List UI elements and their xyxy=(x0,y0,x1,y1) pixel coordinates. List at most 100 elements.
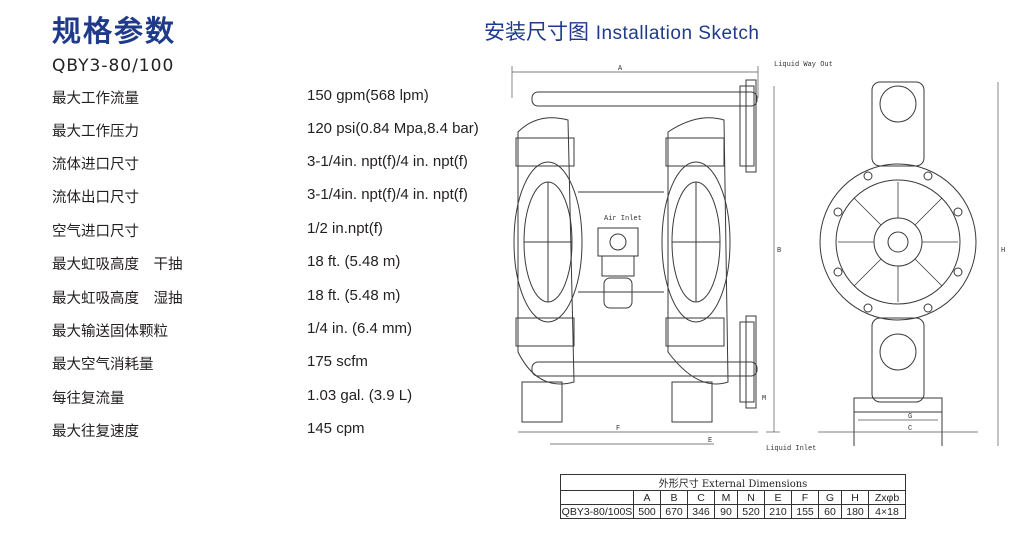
table-header-row: A B C M N E F G H Zxφb xyxy=(560,490,906,505)
spec-value: 1/2 in.npt(f) xyxy=(307,220,383,237)
installation-sketch: Liquid Way Out Air Inlet Liquid Inlet A … xyxy=(511,61,1005,453)
spec-label: 每往复流量 xyxy=(52,391,125,407)
installation-sketch-title: 安装尺寸图 Installation Sketch xyxy=(484,16,759,46)
right-chamber xyxy=(667,117,729,385)
spec-label: 最大往复速度 xyxy=(52,424,139,440)
right-lower-block xyxy=(665,317,725,347)
outlet-manifold xyxy=(531,91,758,107)
side-view-hub xyxy=(873,217,923,267)
spec-value: 175 scfm xyxy=(307,353,368,370)
spec-label: 最大工作流量 xyxy=(52,91,139,107)
spec-label: 最大空气消耗量 xyxy=(52,357,154,373)
spec-row: 最大输送固体颗粒 1/4 in. (6.4 mm) xyxy=(52,320,492,344)
table-cell: 155 xyxy=(791,504,819,519)
table-header-empty xyxy=(560,490,634,505)
label-e: E xyxy=(708,437,712,445)
label-liquid-way-out: Liquid Way Out xyxy=(774,61,833,69)
spec-value: 3-1/4in. npt(f)/4 in. npt(f) xyxy=(307,153,468,170)
label-liquid-inlet: Liquid Inlet xyxy=(766,445,816,453)
side-view-housing xyxy=(819,163,977,321)
right-diaphragm-housing xyxy=(661,161,731,323)
left-foot xyxy=(521,381,563,423)
table-header: B xyxy=(660,490,688,505)
spec-row: 最大虹吸高度 湿抽 18 ft. (5.48 m) xyxy=(52,287,492,311)
spec-value: 1/4 in. (6.4 mm) xyxy=(307,320,413,337)
spec-value: 120 psi(0.84 Mpa,8.4 bar) xyxy=(307,120,479,137)
label-b: B xyxy=(777,247,781,255)
spec-row: 空气进口尺寸 1/2 in.npt(f) xyxy=(52,220,492,244)
left-lower-block xyxy=(515,317,575,347)
table-cell: 520 xyxy=(737,504,765,519)
spec-value: 3-1/4in. npt(f)/4 in. npt(f) xyxy=(307,186,468,203)
spec-row: 最大往复速度 145 cpm xyxy=(52,420,492,444)
table-header: E xyxy=(764,490,792,505)
table-cell: 4×18 xyxy=(868,504,906,519)
label-a: A xyxy=(618,65,623,73)
spec-row: 每往复流量 1.03 gal. (3.9 L) xyxy=(52,387,492,411)
table-cell: 500 xyxy=(633,504,661,519)
table-cell: 670 xyxy=(660,504,688,519)
spec-row: 最大空气消耗量 175 scfm xyxy=(52,353,492,377)
table-caption-row: 外形尺寸 External Dimensions xyxy=(560,474,906,491)
inlet-flange xyxy=(739,321,755,403)
right-foot xyxy=(671,381,713,423)
air-valve xyxy=(597,227,639,257)
outlet-flange-plate xyxy=(745,79,757,173)
left-chamber xyxy=(517,117,575,385)
spec-label: 最大虹吸高度 干抽 xyxy=(52,257,183,273)
page-title: 规格参数 xyxy=(52,14,177,48)
model-number: QBY3-80/100 xyxy=(52,56,175,76)
spec-row: 最大工作流量 150 gpm(568 lpm) xyxy=(52,87,492,111)
spec-label: 空气进口尺寸 xyxy=(52,224,139,240)
table-cell: 346 xyxy=(687,504,715,519)
side-outlet-port xyxy=(871,81,925,167)
table-header: G xyxy=(818,490,842,505)
outlet-flange xyxy=(739,85,755,167)
table-cell-model: QBY3-80/100S xyxy=(560,504,634,519)
left-upper-block xyxy=(515,137,575,167)
spec-value: 1.03 gal. (3.9 L) xyxy=(307,387,413,404)
table-header: H xyxy=(841,490,869,505)
left-diaphragm-housing xyxy=(513,161,583,323)
table-header: M xyxy=(714,490,738,505)
table-cell: 210 xyxy=(764,504,792,519)
label-g: G xyxy=(908,413,912,421)
label-f: F xyxy=(616,425,620,433)
table-header: F xyxy=(791,490,819,505)
label-m: M xyxy=(762,395,766,403)
valve-body xyxy=(601,255,635,277)
table-cell: 90 xyxy=(714,504,738,519)
side-inlet-port xyxy=(871,317,925,403)
spec-label: 最大虹吸高度 湿抽 xyxy=(52,291,183,307)
label-c: C xyxy=(908,425,912,433)
spec-label: 最大工作压力 xyxy=(52,124,139,140)
table-row: QBY3-80/100S 500 670 346 90 520 210 155 … xyxy=(560,504,906,519)
right-upper-block xyxy=(665,137,725,167)
spec-value: 145 cpm xyxy=(307,420,365,437)
air-inlet-port xyxy=(609,233,627,251)
side-view-diaphragm xyxy=(835,179,961,305)
table-cell: 180 xyxy=(841,504,869,519)
spec-label: 最大输送固体颗粒 xyxy=(52,324,168,340)
installation-title-cn: 安装尺寸图 xyxy=(484,20,589,44)
table-cell: 60 xyxy=(818,504,842,519)
table-caption: 外形尺寸 External Dimensions xyxy=(560,474,906,491)
inlet-flange-plate xyxy=(745,315,757,409)
side-base xyxy=(853,397,943,413)
table-header: C xyxy=(687,490,715,505)
inlet-manifold xyxy=(531,361,758,377)
spec-value: 18 ft. (5.48 m) xyxy=(307,287,401,304)
spec-row: 最大工作压力 120 psi(0.84 Mpa,8.4 bar) xyxy=(52,120,492,144)
spec-label: 流体进口尺寸 xyxy=(52,157,139,173)
table-header: A xyxy=(633,490,661,505)
spec-row: 最大虹吸高度 干抽 18 ft. (5.48 m) xyxy=(52,253,492,277)
spec-row: 流体进口尺寸 3-1/4in. npt(f)/4 in. npt(f) xyxy=(52,153,492,177)
spec-value: 18 ft. (5.48 m) xyxy=(307,253,401,270)
table-header: N xyxy=(737,490,765,505)
label-air-inlet: Air Inlet xyxy=(604,215,642,223)
muffler xyxy=(603,277,633,309)
label-h: H xyxy=(1001,247,1005,255)
spec-value: 150 gpm(568 lpm) xyxy=(307,87,429,104)
spec-row: 流体出口尺寸 3-1/4in. npt(f)/4 in. npt(f) xyxy=(52,186,492,210)
spec-label: 流体出口尺寸 xyxy=(52,190,139,206)
